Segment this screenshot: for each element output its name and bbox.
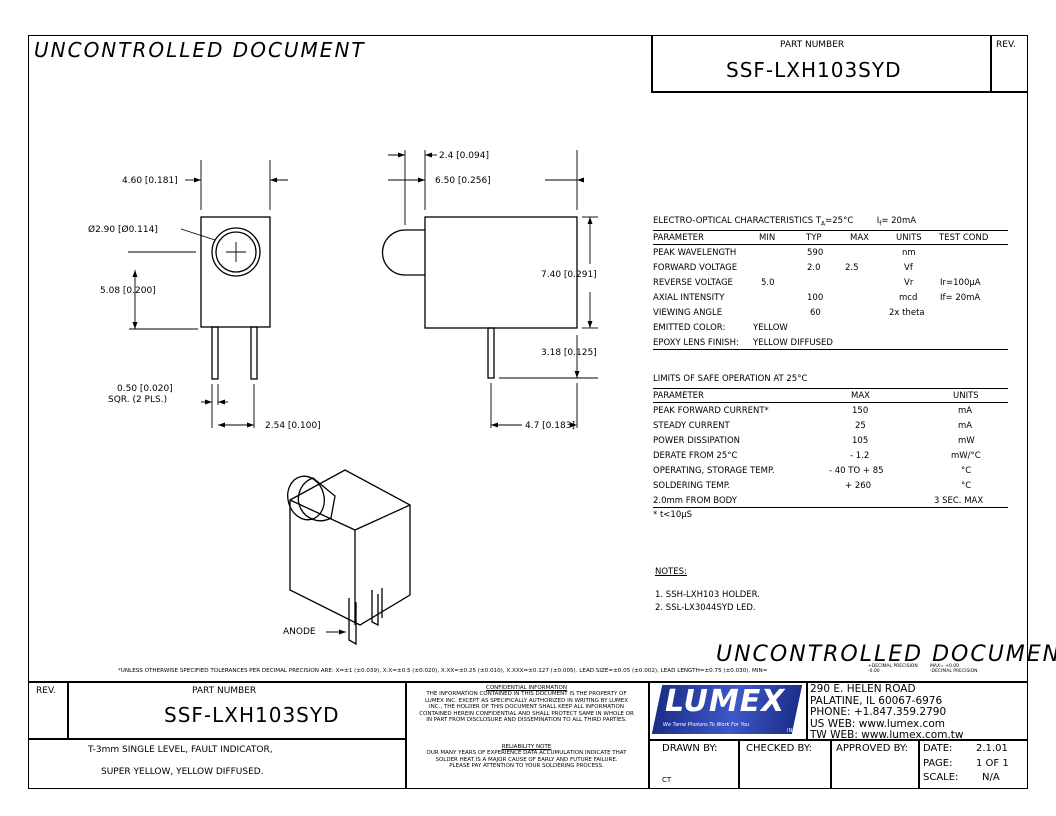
drawn-divider <box>738 739 740 789</box>
tolerance-max: MAX= +0.00-DECIMAL PRECISION <box>930 664 978 674</box>
dim-lead-square-note: SQR. (2 PLS.) <box>108 395 168 405</box>
dim-lens-protrusion: 2.4 [0.094] <box>439 151 489 161</box>
watermark-top: UNCONTROLLED DOCUMENT <box>34 38 366 62</box>
dim-lead-pitch: 2.54 [0.100] <box>265 421 321 431</box>
logo-inc: INC. <box>787 728 798 734</box>
company-address: 290 E. HELEN ROAD PALATINE, IL 60067-697… <box>810 683 964 741</box>
description-line-1: T-3mm SINGLE LEVEL, FAULT INDICATOR, <box>88 745 273 755</box>
tolerance-note: *UNLESS OTHERWISE SPECIFIED TOLERANCES P… <box>118 668 768 674</box>
eo-lens-finish: YELLOW DIFFUSED <box>753 338 833 348</box>
lumex-logo: LUMEX We Tame Photons To Work For You IN… <box>651 682 805 738</box>
iso-anode-label: ANODE <box>283 627 316 637</box>
reliability-block: RELIABILITY NOTE OUR MANY YEARS OF EXPER… <box>426 744 627 770</box>
dim-front-height: 5.08 [0.200] <box>100 286 156 296</box>
dim-side-depth: 6.50 [0.256] <box>435 176 491 186</box>
page-label: PAGE: <box>923 758 953 769</box>
title-part-number-label: PART NUMBER <box>192 686 257 696</box>
title-block-top <box>28 681 1028 683</box>
title-part-number: SSF-LXH103SYD <box>164 703 340 727</box>
eo-emitted-color-label: EMITTED COLOR: <box>653 323 726 333</box>
page-value: 1 OF 1 <box>976 758 1009 769</box>
limits-footnote: * t<10µS <box>653 510 693 520</box>
header-rev-label: REV. <box>996 40 1016 50</box>
date-value: 2.1.01 <box>976 743 1008 754</box>
title-rev-label: REV. <box>36 686 56 696</box>
limits-title: LIMITS OF SAFE OPERATION AT 25°C <box>653 374 808 384</box>
title-rev-divider <box>67 681 69 738</box>
checked-divider <box>830 739 832 789</box>
approved-divider <box>918 739 920 789</box>
scale-label: SCALE: <box>923 772 959 783</box>
logo-wordmark: LUMEX <box>665 684 786 719</box>
tolerance-min: +DECIMAL PRECISION-0.00 <box>868 664 918 674</box>
eo-lens-finish-label: EPOXY LENS FINISH: <box>653 338 739 348</box>
eo-emitted-color: YELLOW <box>753 323 788 333</box>
notes-title: NOTES: <box>655 567 687 577</box>
header-part-number-label: PART NUMBER <box>780 40 845 50</box>
date-label: DATE: <box>923 743 953 754</box>
note-item-1: 1. SSH-LXH103 HOLDER. <box>655 590 760 600</box>
checked-by-label: CHECKED BY: <box>746 743 813 754</box>
led-outline-drawing <box>128 150 598 646</box>
eo-title: ELECTRO-OPTICAL CHARACTERISTICS TA=25°C … <box>653 216 917 228</box>
header-bottom-rule <box>651 91 1028 93</box>
dim-body-height: 7.40 [0.291] <box>541 270 597 280</box>
approved-by-label: APPROVED BY: <box>836 743 909 754</box>
description-line-2: SUPER YELLOW, YELLOW DIFFUSED. <box>101 767 264 777</box>
drawn-by-label: DRAWN BY: <box>662 743 718 754</box>
header-part-number: SSF-LXH103SYD <box>726 58 902 82</box>
dim-lead-offset: 4.7 [0.183] <box>525 421 575 431</box>
logo-divider <box>806 681 808 739</box>
header-divider <box>651 35 653 91</box>
dim-lens-diameter: Ø2.90 [Ø0.114] <box>88 225 158 235</box>
rev-divider <box>990 35 992 91</box>
scale-value: N/A <box>982 772 1000 783</box>
confidential-block: CONFIDENTIAL INFORMATION THE INFORMATION… <box>419 685 634 724</box>
logo-tagline: We Tame Photons To Work For You <box>663 722 750 728</box>
title-right-mid <box>648 739 1028 741</box>
drawing-frame <box>28 35 1028 789</box>
dim-front-width: 4.60 [0.181] <box>122 176 178 186</box>
eo-rows: PEAK WAVELENGTH 590 nm FORWARD VOLTAGE 2… <box>653 248 981 318</box>
dim-lead-length: 3.18 [0.125] <box>541 348 597 358</box>
title-block-mid-left <box>28 738 405 740</box>
note-item-2: 2. SSL-LX3044SYD LED. <box>655 603 756 613</box>
title-left-divider <box>405 681 407 789</box>
title-mid-divider <box>648 681 650 789</box>
dim-lead-square: 0.50 [0.020] <box>117 384 173 394</box>
watermark-bottom: UNCONTROLLED DOCUMENT <box>716 642 1056 667</box>
drawn-by-value: CT <box>662 776 672 784</box>
